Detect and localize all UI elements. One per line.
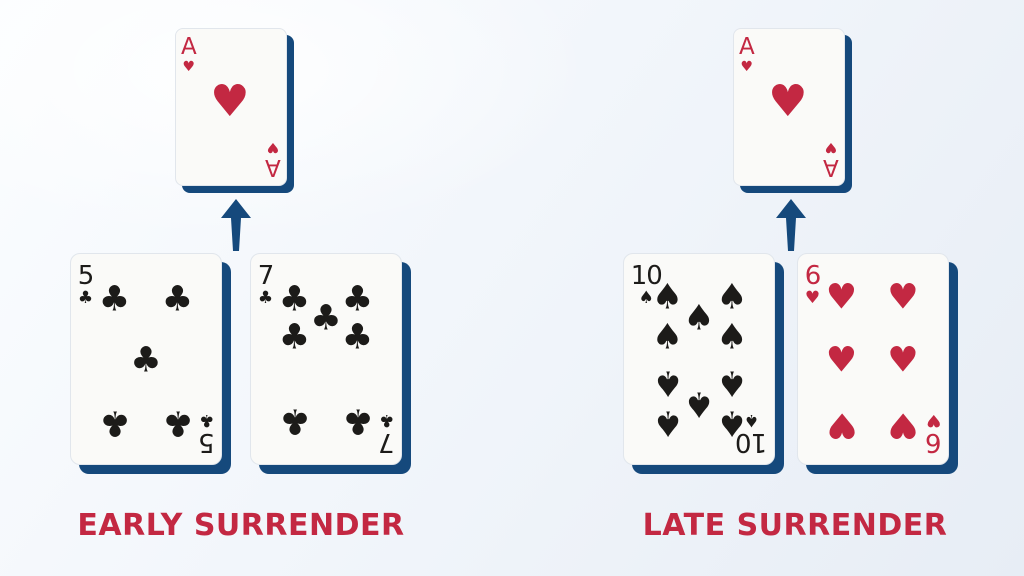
- hearts-pip-icon: ♥: [887, 277, 919, 318]
- spades-pip-icon: ♠: [716, 362, 748, 403]
- late-surrender-label: LATE SURRENDER: [642, 508, 948, 543]
- hearts-mini-icon: ♥: [824, 138, 838, 155]
- card-corner-index: 5♣: [198, 409, 215, 457]
- hearts-pip-icon: ♥: [825, 340, 858, 381]
- card-corner-index: 7♣: [257, 261, 275, 309]
- clubs-pip-icon: ♣: [341, 317, 374, 358]
- spades-pip-icon: ♠: [716, 317, 748, 358]
- arrow-up-icon: [776, 199, 806, 251]
- card-corner-index: A♥: [738, 34, 755, 76]
- spades-mini-icon: ♠: [638, 288, 654, 309]
- card-corner-index: 6♥: [804, 261, 822, 309]
- player-card-ten-of-spades: 10♠10♠♠♠♠♠♠♠♠♠♠♠: [623, 253, 775, 465]
- hearts-pip-icon: ♥: [210, 76, 250, 128]
- clubs-pip-icon: ♣: [278, 317, 311, 358]
- card-corner-index: 6♥: [925, 409, 942, 457]
- spades-pip-icon: ♠: [683, 383, 715, 424]
- spades-pip-icon: ♠: [651, 317, 684, 358]
- card-rank: 5: [77, 261, 95, 292]
- hearts-pip-icon: ♥: [768, 76, 808, 128]
- card-rank: A: [738, 34, 755, 61]
- card-rank: 10: [630, 261, 663, 292]
- clubs-pip-icon: ♣: [98, 279, 131, 320]
- hearts-mini-icon: ♥: [266, 138, 280, 155]
- clubs-mini-icon: ♣: [198, 409, 215, 430]
- card-rank: 6: [925, 426, 942, 457]
- card-rank: A: [823, 153, 840, 180]
- hearts-mini-icon: ♥: [804, 288, 821, 309]
- clubs-pip-icon: ♣: [310, 298, 342, 339]
- clubs-pip-icon: ♣: [161, 402, 194, 443]
- hearts-pip-icon: ♥: [825, 404, 858, 445]
- clubs-pip-icon: ♣: [341, 400, 374, 441]
- player-card-seven-of-clubs: 7♣7♣♣♣♣♣♣♣♣: [250, 253, 402, 465]
- card-rank: 5: [198, 426, 215, 457]
- card-corner-index: 10♠: [630, 261, 663, 309]
- hearts-mini-icon: ♥: [740, 59, 754, 76]
- spades-pip-icon: ♠: [651, 402, 684, 443]
- clubs-mini-icon: ♣: [378, 409, 395, 430]
- dealer-upcard-ace-of-hearts: A♥A♥♥: [175, 28, 287, 186]
- card-corner-index: 5♣: [77, 261, 95, 309]
- clubs-pip-icon: ♣: [278, 400, 311, 441]
- spades-pip-icon: ♠: [683, 298, 715, 339]
- spades-pip-icon: ♠: [716, 402, 748, 443]
- player-card-five-of-clubs: 5♣5♣♣♣♣♣♣: [70, 253, 222, 465]
- hearts-mini-icon: ♥: [925, 409, 942, 430]
- clubs-pip-icon: ♣: [278, 279, 311, 320]
- spades-pip-icon: ♠: [716, 277, 748, 318]
- card-corner-index: 7♣: [378, 409, 395, 457]
- clubs-mini-icon: ♣: [77, 288, 94, 309]
- arrow-up-icon: [221, 199, 251, 251]
- spades-pip-icon: ♠: [651, 277, 684, 318]
- dealer-upcard-ace-of-hearts: A♥A♥♥: [733, 28, 845, 186]
- spades-pip-icon: ♠: [651, 362, 684, 403]
- clubs-pip-icon: ♣: [341, 279, 374, 320]
- card-rank: A: [180, 34, 197, 61]
- clubs-mini-icon: ♣: [257, 288, 274, 309]
- hearts-pip-icon: ♥: [887, 340, 919, 381]
- card-corner-index: A♥: [823, 138, 840, 180]
- card-rank: A: [265, 153, 282, 180]
- card-corner-index: A♥: [265, 138, 282, 180]
- clubs-pip-icon: ♣: [161, 279, 194, 320]
- card-rank: 7: [257, 261, 275, 292]
- card-rank: 7: [378, 426, 395, 457]
- card-corner-index: A♥: [180, 34, 197, 76]
- hearts-pip-icon: ♥: [825, 277, 858, 318]
- early-surrender-label: EARLY SURRENDER: [77, 508, 405, 543]
- player-card-six-of-hearts: 6♥6♥♥♥♥♥♥♥: [797, 253, 949, 465]
- card-rank: 6: [804, 261, 822, 292]
- hearts-pip-icon: ♥: [887, 404, 919, 445]
- clubs-pip-icon: ♣: [130, 340, 162, 381]
- hearts-mini-icon: ♥: [182, 59, 196, 76]
- clubs-pip-icon: ♣: [98, 402, 131, 443]
